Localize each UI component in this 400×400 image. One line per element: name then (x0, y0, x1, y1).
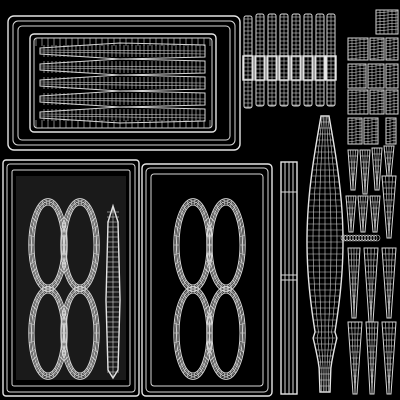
cone-tip (381, 175, 397, 239)
cone-tip (347, 149, 359, 191)
uv-patch (385, 37, 399, 61)
clip-strip (266, 13, 278, 107)
clip-strip (242, 15, 254, 109)
lid-tool-handle (39, 42, 206, 60)
cone-tip (359, 149, 371, 195)
clip-strip (278, 13, 290, 107)
case-tray-left-island (2, 159, 140, 397)
uv-patch (367, 63, 385, 89)
cone-tip (363, 247, 379, 323)
uv-patch (363, 117, 379, 145)
cone-tip (347, 247, 361, 319)
cone-tip (345, 195, 357, 233)
clip-strip-group (242, 13, 337, 109)
hinge-bar-island (280, 161, 298, 395)
clip-strip (290, 13, 302, 107)
spring-coil (340, 234, 381, 242)
small-patch-grid (347, 9, 399, 145)
finger-loop (60, 286, 100, 380)
clip-strip (314, 13, 326, 107)
uv-patch (375, 9, 399, 35)
uv-patch (347, 117, 363, 145)
lid-tool-handle (39, 58, 206, 76)
uv-patch (347, 37, 369, 61)
uv-patch (369, 89, 385, 115)
uv-patch (385, 117, 397, 145)
case-tray-right-island (141, 163, 273, 397)
cone-tip (357, 195, 369, 233)
cone-tip-group (340, 145, 397, 395)
lid-tool-handle (39, 90, 206, 108)
cone-tip (371, 147, 383, 191)
uv-patch (385, 63, 399, 89)
uv-patch (385, 89, 399, 115)
uv-patch (347, 89, 369, 115)
cone-tip (381, 247, 397, 319)
lid-tool-handle (39, 106, 206, 124)
uv-patch (369, 37, 385, 61)
cone-tip (381, 321, 397, 395)
finger-loop (206, 198, 246, 292)
clip-strip (325, 13, 337, 107)
clip-strip (254, 13, 266, 107)
cone-tip (365, 321, 379, 395)
finger-loop (206, 286, 246, 380)
tool-handle-island (306, 115, 344, 393)
case-lid-island (7, 15, 241, 151)
cone-tip (369, 195, 381, 233)
clip-strip (302, 13, 314, 107)
cone-tip (383, 145, 395, 177)
cone-tip (347, 321, 363, 395)
lid-tool-handle (39, 74, 206, 92)
uv-patch (347, 63, 367, 89)
